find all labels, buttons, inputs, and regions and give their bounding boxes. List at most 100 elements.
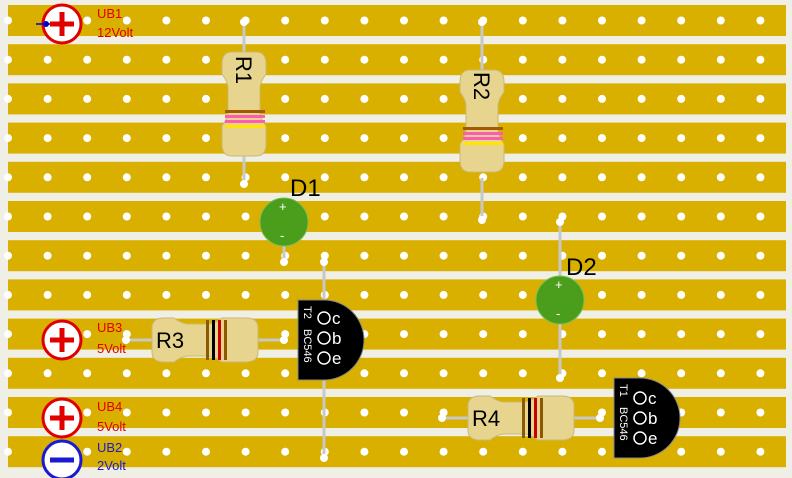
solder-hole bbox=[400, 408, 408, 417]
solder-hole bbox=[360, 212, 369, 221]
solder-hole bbox=[281, 94, 290, 103]
supply-ub4-name: UB4 bbox=[97, 399, 122, 414]
solder-hole bbox=[518, 16, 527, 25]
supply-ub3[interactable]: UB3 5Volt bbox=[41, 319, 126, 361]
resistor-r4-band-4 bbox=[540, 398, 543, 438]
transistor-t2-pin-b-label: b bbox=[332, 329, 341, 348]
solder-hole bbox=[439, 212, 448, 221]
solder-hole bbox=[122, 447, 131, 456]
solder-hole bbox=[716, 173, 725, 182]
transistor-t1-pin-c-label: c bbox=[648, 389, 657, 408]
solder-hole bbox=[439, 16, 448, 25]
copper-strip bbox=[8, 83, 786, 115]
resistor-r1-label: R1 bbox=[231, 56, 256, 84]
solder-hole bbox=[756, 369, 765, 378]
copper-strip bbox=[8, 5, 786, 36]
diode-d1-label: D1 bbox=[290, 175, 321, 202]
copper-strip bbox=[8, 201, 786, 232]
solder-hole bbox=[83, 16, 92, 25]
solder-hole bbox=[122, 212, 131, 221]
solder-hole bbox=[518, 369, 527, 378]
resistor-r3-band-2 bbox=[212, 320, 215, 360]
solder-hole bbox=[677, 330, 686, 339]
solder-hole bbox=[122, 251, 131, 260]
resistor-r2[interactable]: R2 bbox=[459, 69, 505, 173]
supply-ub4[interactable]: UB4 5Volt bbox=[41, 397, 126, 439]
solder-hole bbox=[400, 251, 408, 260]
solder-hole bbox=[162, 290, 171, 299]
solder-hole bbox=[439, 251, 448, 260]
solder-hole bbox=[43, 369, 52, 378]
solder-hole bbox=[637, 55, 646, 64]
solder-hole bbox=[83, 290, 92, 299]
diode-d1-anode-mark: + bbox=[279, 199, 287, 214]
solder-hole bbox=[162, 212, 171, 221]
solder-hole bbox=[400, 55, 408, 64]
resistor-r3[interactable]: R3 bbox=[151, 317, 259, 363]
solder-hole bbox=[479, 369, 488, 378]
solder-hole bbox=[479, 251, 488, 260]
solder-hole bbox=[360, 16, 369, 25]
solder-hole bbox=[716, 290, 725, 299]
supply-ub3-name: UB3 bbox=[97, 320, 122, 335]
solder-hole bbox=[756, 290, 765, 299]
solder-hole bbox=[241, 369, 250, 378]
transistor-t1-pin-b bbox=[633, 411, 647, 425]
resistor-r2-band-2 bbox=[463, 132, 503, 135]
solder-hole bbox=[439, 290, 448, 299]
resistor-r2-band-4 bbox=[463, 142, 503, 145]
solder-hole bbox=[202, 408, 210, 417]
copper-strip bbox=[8, 240, 786, 272]
solder-hole bbox=[598, 173, 606, 182]
solder-hole bbox=[637, 16, 646, 25]
solder-hole bbox=[202, 447, 210, 456]
solder-hole bbox=[677, 173, 686, 182]
resistor-r1[interactable]: R1 bbox=[221, 51, 267, 157]
resistor-r4[interactable]: R4 bbox=[467, 395, 575, 441]
transistor-t2[interactable]: T2 BC546 c b e bbox=[297, 299, 365, 381]
solder-hole bbox=[83, 55, 92, 64]
supply-ub2[interactable]: UB2 2Volt bbox=[41, 439, 126, 478]
solder-hole bbox=[558, 55, 567, 64]
transistor-t2-name: T2 bbox=[301, 306, 313, 319]
solder-hole bbox=[756, 251, 765, 260]
supply-ub3-value: 5Volt bbox=[97, 341, 126, 356]
solder-hole bbox=[558, 447, 567, 456]
diode-d2-cathode-mark: - bbox=[556, 306, 560, 321]
solder-hole bbox=[756, 134, 765, 143]
supply-ub1[interactable]: UB1 12Volt bbox=[36, 3, 134, 45]
solder-hole bbox=[122, 330, 131, 339]
transistor-t2-pin-e-label: e bbox=[332, 349, 341, 368]
solder-hole bbox=[122, 369, 131, 378]
diode-d1-body bbox=[259, 197, 309, 247]
solder-hole bbox=[360, 447, 369, 456]
transistor-t1-pin-b-label: b bbox=[648, 409, 657, 428]
solder-hole bbox=[83, 94, 92, 103]
solder-hole bbox=[479, 290, 488, 299]
transistor-t1[interactable]: T1 BC546 c b e bbox=[613, 377, 681, 459]
solder-hole bbox=[439, 447, 448, 456]
solder-hole bbox=[83, 369, 92, 378]
diode-d1[interactable]: + - D1 bbox=[259, 175, 321, 247]
solder-hole bbox=[241, 251, 250, 260]
diode-d2-body bbox=[535, 275, 585, 325]
solder-hole bbox=[281, 447, 290, 456]
solder-hole bbox=[162, 173, 171, 182]
resistor-r3-label: R3 bbox=[156, 328, 184, 353]
solder-hole bbox=[43, 134, 52, 143]
solder-hole bbox=[716, 251, 725, 260]
supply-ub1-value: 12Volt bbox=[97, 25, 134, 40]
solder-hole bbox=[122, 290, 131, 299]
solder-hole bbox=[677, 447, 686, 456]
solder-hole bbox=[83, 212, 92, 221]
solder-hole bbox=[558, 16, 567, 25]
transistor-t2-body bbox=[297, 299, 365, 381]
solder-hole bbox=[4, 408, 12, 417]
resistor-r1-band-2 bbox=[225, 115, 265, 118]
component-leads bbox=[126, 22, 600, 458]
solder-hole bbox=[439, 330, 448, 339]
solder-hole bbox=[598, 212, 606, 221]
solder-hole bbox=[518, 290, 527, 299]
probe-dot bbox=[43, 21, 49, 27]
diode-d2[interactable]: + - D2 bbox=[535, 254, 597, 325]
